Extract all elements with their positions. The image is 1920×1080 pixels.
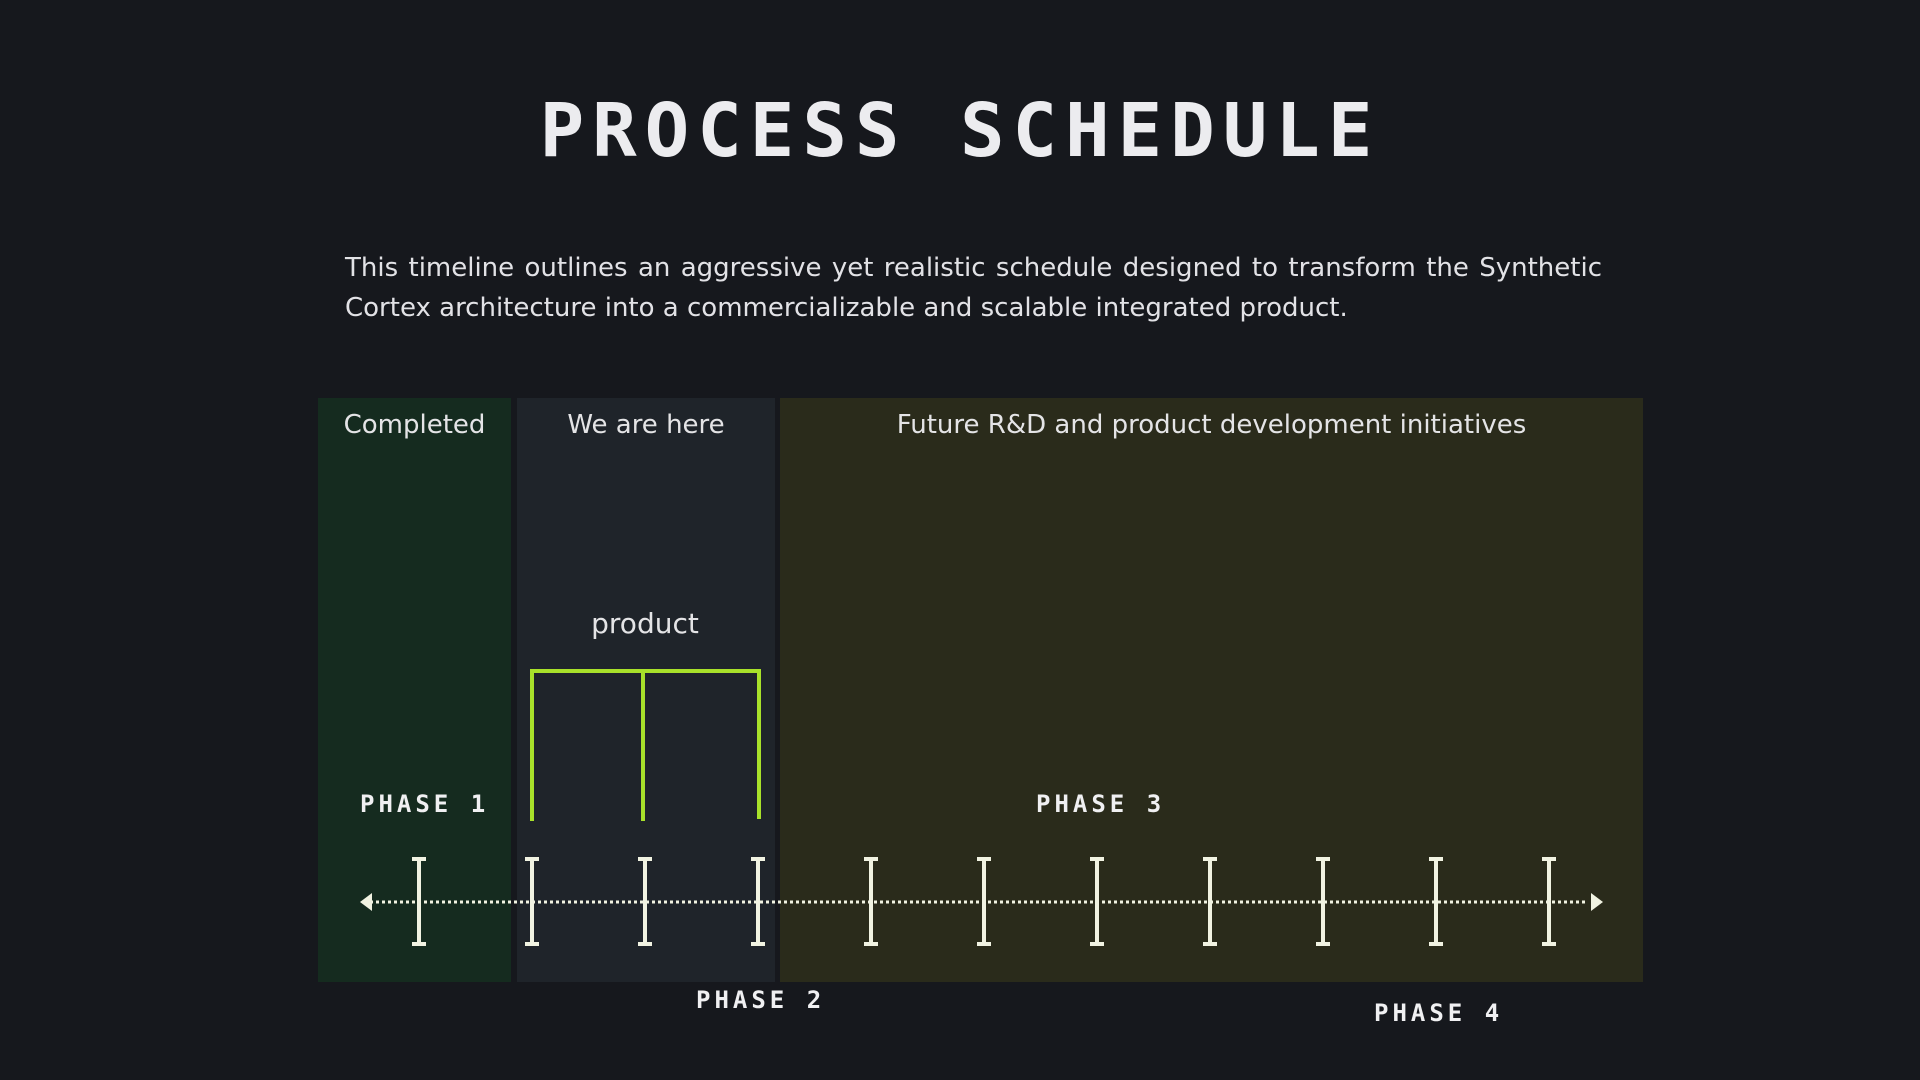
- timeline-tick: [638, 857, 652, 946]
- timeline-tick: [1429, 857, 1443, 946]
- product-label: product: [591, 607, 699, 640]
- timeline-tick: [1203, 857, 1217, 946]
- we-are-here-label: We are here: [567, 410, 725, 440]
- product-bracket-frame: [530, 669, 761, 821]
- timeline: [360, 857, 1603, 946]
- future-label: Future R&D and product development initi…: [896, 410, 1527, 440]
- timeline-tick: [864, 857, 878, 946]
- phase-1-label: PHASE 1: [360, 790, 490, 818]
- timeline-tick: [751, 857, 765, 946]
- timeline-tick: [525, 857, 539, 946]
- timeline-right-arrow: [1591, 893, 1603, 911]
- timeline-tick: [1090, 857, 1104, 946]
- timeline-tick: [412, 857, 426, 946]
- page-title: PROCESS SCHEDULE: [539, 88, 1381, 174]
- timeline-tick: [1316, 857, 1330, 946]
- completed-label: Completed: [343, 410, 486, 440]
- phase-3-label: PHASE 3: [1036, 790, 1166, 818]
- completed-region: Completed: [318, 398, 511, 982]
- timeline-tick: [1542, 857, 1556, 946]
- timeline-ticks: [412, 857, 1556, 946]
- timeline-tick: [977, 857, 991, 946]
- intro-paragraph: This timeline outlines an aggressive yet…: [345, 253, 1602, 323]
- phase-2-label: PHASE 2: [696, 986, 826, 1014]
- timeline-left-arrow: [360, 893, 372, 911]
- phase-4-label: PHASE 4: [1374, 999, 1504, 1027]
- product-bracket: [530, 669, 761, 821]
